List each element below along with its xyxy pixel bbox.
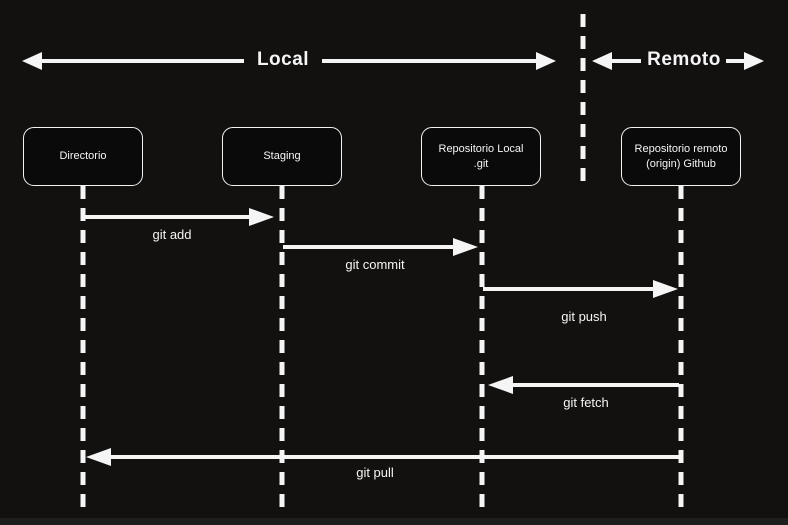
remote-zone-label: Remoto [647,49,721,70]
git-push-label: git push [561,309,607,324]
node-repo-remoto: Repositorio remoto (origin) Github [621,127,741,186]
node-repo-local-sublabel: .git [473,157,489,170]
git-pull-label: git pull [356,465,394,480]
git-pull-arrow [86,448,681,466]
node-repo-local-label: Repositorio Local [438,142,524,155]
git-add-arrow [83,208,274,226]
local-zone-arrow [22,52,556,70]
git-push-arrowhead-icon [653,280,678,298]
local-arrow-right-head-icon [536,52,556,70]
node-repo-local: Repositorio Local .git [421,127,541,186]
git-push-arrow [483,280,678,298]
git-fetch-arrowhead-icon [488,376,513,394]
remote-arrow-right-head-icon [744,52,764,70]
node-staging-label: Staging [263,150,301,163]
bottom-edge-strip [0,518,788,525]
node-staging: Staging [222,127,342,186]
git-pull-arrowhead-icon [86,448,111,466]
git-commit-arrowhead-icon [453,238,478,256]
node-directorio: Directorio [23,127,143,186]
git-add-arrowhead-icon [249,208,274,226]
git-fetch-arrow [488,376,679,394]
git-commit-label: git commit [345,257,405,272]
node-repo-remoto-sublabel: (origin) Github [646,157,716,170]
local-zone-label: Local [256,49,310,70]
remote-zone-arrow [592,52,764,70]
git-fetch-label: git fetch [563,395,609,410]
remote-arrow-left-head-icon [592,52,612,70]
node-directorio-label: Directorio [59,150,107,163]
git-commit-arrow [283,238,478,256]
node-repo-remoto-label: Repositorio remoto [634,142,728,155]
git-add-label: git add [152,227,192,242]
local-arrow-left-head-icon [22,52,42,70]
